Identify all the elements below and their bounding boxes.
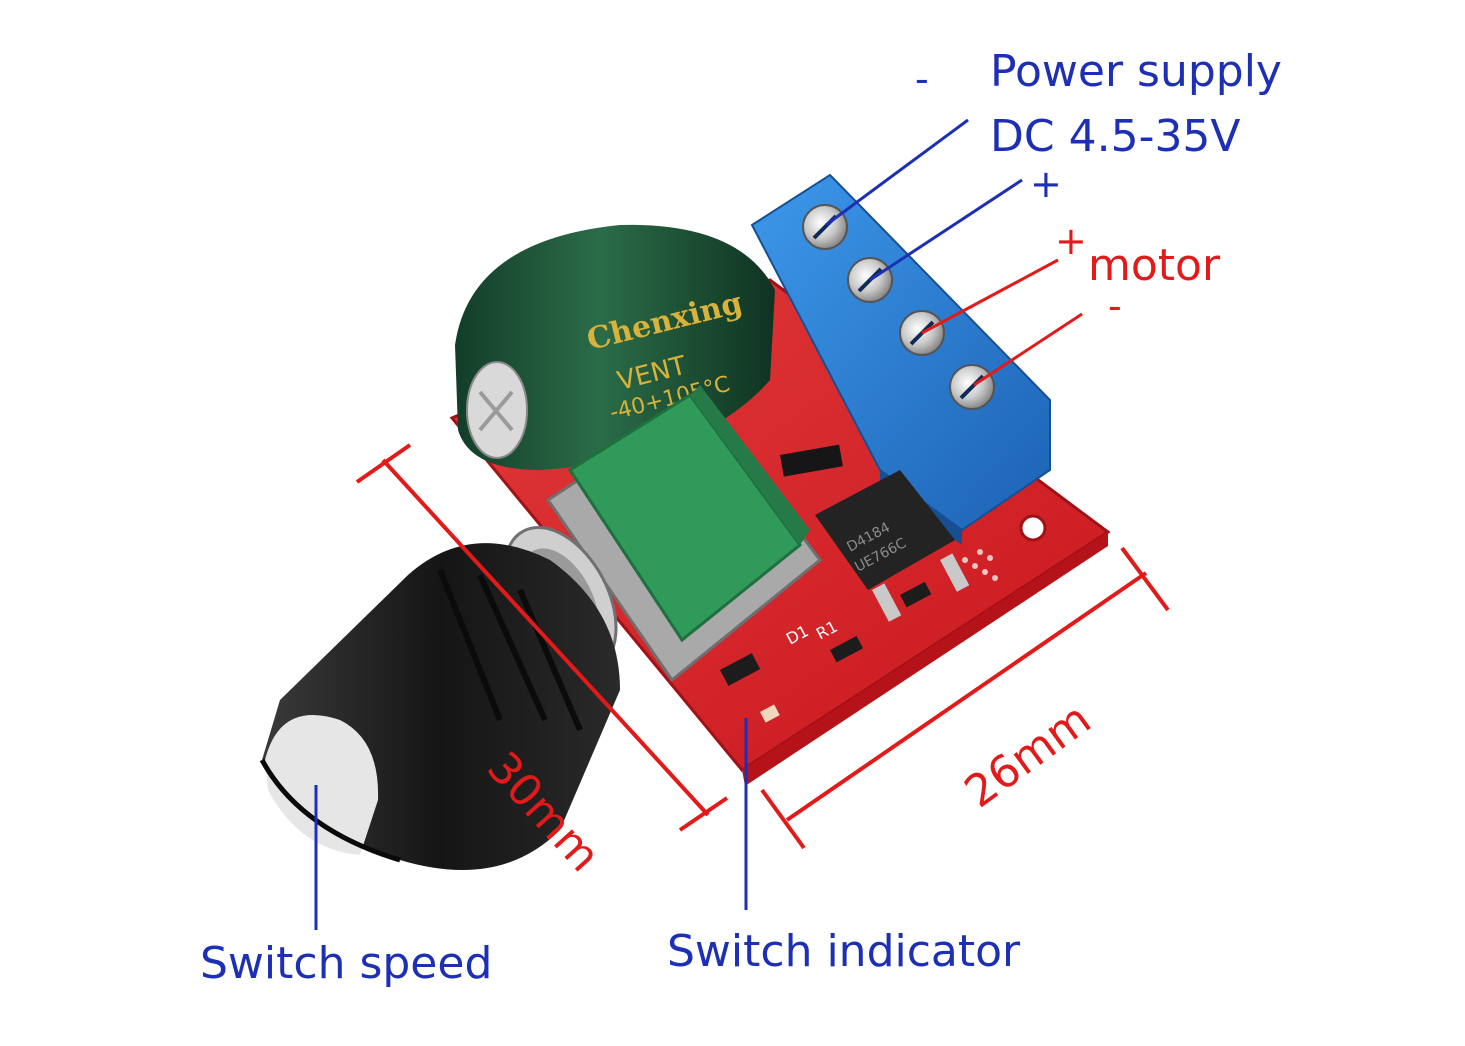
callout-motor-minus bbox=[973, 312, 1083, 387]
callout-motor-plus bbox=[921, 258, 1059, 335]
power-minus-sign: - bbox=[915, 57, 929, 101]
motor-minus-sign: - bbox=[1108, 284, 1122, 328]
dimension-30mm bbox=[355, 443, 729, 832]
callout-power-minus bbox=[825, 118, 969, 227]
motor-label: motor bbox=[1088, 240, 1221, 291]
power-supply-voltage: DC 4.5-35V bbox=[990, 111, 1241, 162]
pcb-edge bbox=[742, 532, 1108, 786]
motor-plus-sign: + bbox=[1055, 219, 1087, 263]
switch-indicator-label: Switch indicator bbox=[667, 926, 1021, 977]
switch-speed-label: Switch speed bbox=[200, 938, 493, 989]
speed-knob bbox=[259, 543, 620, 870]
mosfet-chip: D4184 UE766C bbox=[815, 470, 970, 622]
dimension-26mm bbox=[760, 546, 1170, 850]
power-plus-sign: + bbox=[1030, 162, 1062, 206]
callout-lines bbox=[314, 118, 1083, 930]
pcb-pads bbox=[962, 549, 998, 581]
callout-power-plus bbox=[869, 178, 1023, 282]
led-indicator bbox=[760, 704, 780, 723]
mounting-hole bbox=[1019, 514, 1047, 542]
power-supply-label: Power supply bbox=[990, 46, 1282, 97]
